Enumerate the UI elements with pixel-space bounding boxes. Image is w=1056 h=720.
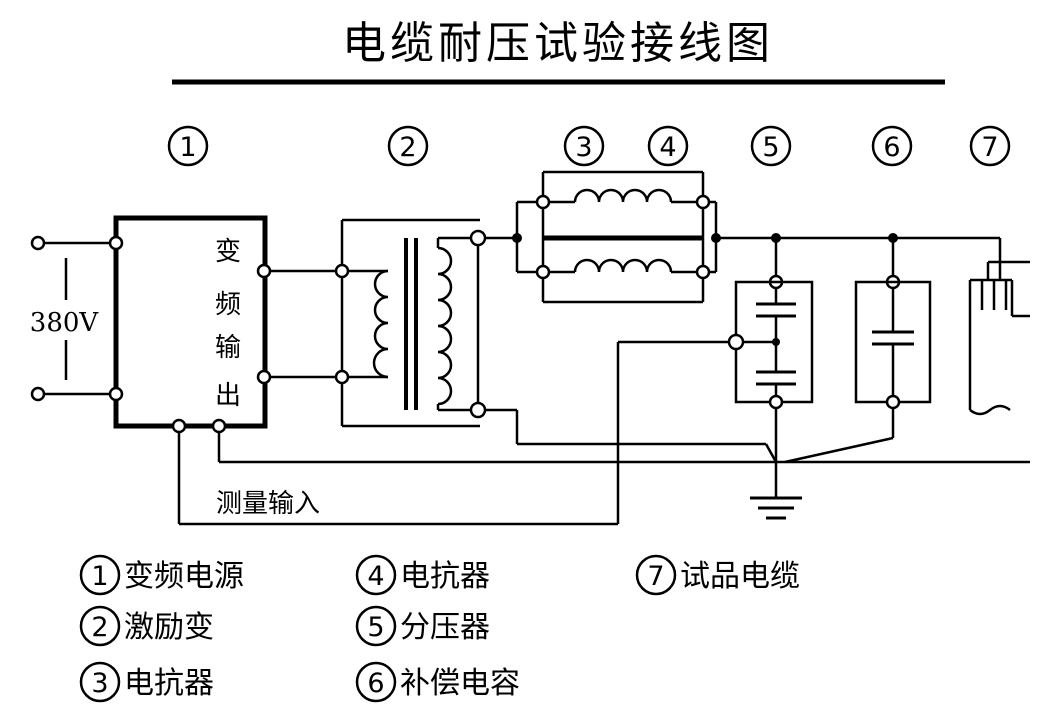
svg-text:7: 7 <box>647 561 664 592</box>
svg-text:3: 3 <box>575 132 592 163</box>
vf-output-label: 变 频 输 出 <box>215 237 241 411</box>
component-number-3: 3 <box>563 125 605 167</box>
svg-text:试品电缆: 试品电缆 <box>680 559 800 594</box>
supply-voltage-label: 380V <box>30 308 100 338</box>
measure-input-label: 测量输入 <box>216 489 320 519</box>
svg-text:2: 2 <box>399 132 416 163</box>
legend-item-3: 3 电抗器 <box>79 661 214 703</box>
svg-text:变: 变 <box>215 237 241 267</box>
svg-text:分压器: 分压器 <box>400 610 490 645</box>
svg-text:补偿电容: 补偿电容 <box>400 666 520 701</box>
supply-input <box>30 235 116 402</box>
svg-text:电抗器: 电抗器 <box>400 559 490 594</box>
svg-text:4: 4 <box>659 132 676 163</box>
component-number-7: 7 <box>969 125 1011 167</box>
svg-text:电抗器: 电抗器 <box>124 666 214 701</box>
svg-text:5: 5 <box>762 132 779 163</box>
svg-text:频: 频 <box>215 290 241 320</box>
component-number-5: 5 <box>750 125 792 167</box>
component-number-4: 4 <box>647 125 689 167</box>
svg-text:1: 1 <box>91 561 108 592</box>
legend-item-7: 7 试品电缆 <box>635 554 800 596</box>
legend-item-5: 5 分压器 <box>355 605 490 647</box>
legend: 1 变频电源 2 激励变 3 电抗器 4 电抗器 5 分压器 6 补偿电容 <box>79 554 800 703</box>
component-number-2: 2 <box>387 125 429 167</box>
legend-item-2: 2 激励变 <box>79 605 214 647</box>
reactor-pair <box>515 170 718 304</box>
svg-text:4: 4 <box>367 561 384 592</box>
voltage-divider <box>727 238 814 410</box>
legend-item-4: 4 电抗器 <box>355 554 490 596</box>
component-number-1: 1 <box>167 125 209 167</box>
legend-item-6: 6 补偿电容 <box>355 661 520 703</box>
svg-text:6: 6 <box>367 668 384 699</box>
svg-text:输: 输 <box>215 333 241 363</box>
svg-text:5: 5 <box>367 612 384 643</box>
svg-text:2: 2 <box>91 612 108 643</box>
svg-text:1: 1 <box>179 132 196 163</box>
exciter-transformer <box>334 218 487 428</box>
svg-text:6: 6 <box>883 132 900 163</box>
legend-item-1: 1 变频电源 <box>79 554 244 596</box>
svg-text:出: 出 <box>215 381 241 411</box>
component-number-6: 6 <box>871 125 913 167</box>
svg-text:变频电源: 变频电源 <box>124 559 244 594</box>
ground-symbol <box>750 462 802 520</box>
svg-text:7: 7 <box>981 132 998 163</box>
diagram-title: 电缆耐压试验接线图 <box>342 18 774 69</box>
vf-power-source-box <box>113 215 268 429</box>
svg-text:3: 3 <box>91 668 108 699</box>
svg-text:激励变: 激励变 <box>124 610 214 645</box>
compensation-capacitor <box>854 238 932 410</box>
test-cable <box>968 238 1030 416</box>
